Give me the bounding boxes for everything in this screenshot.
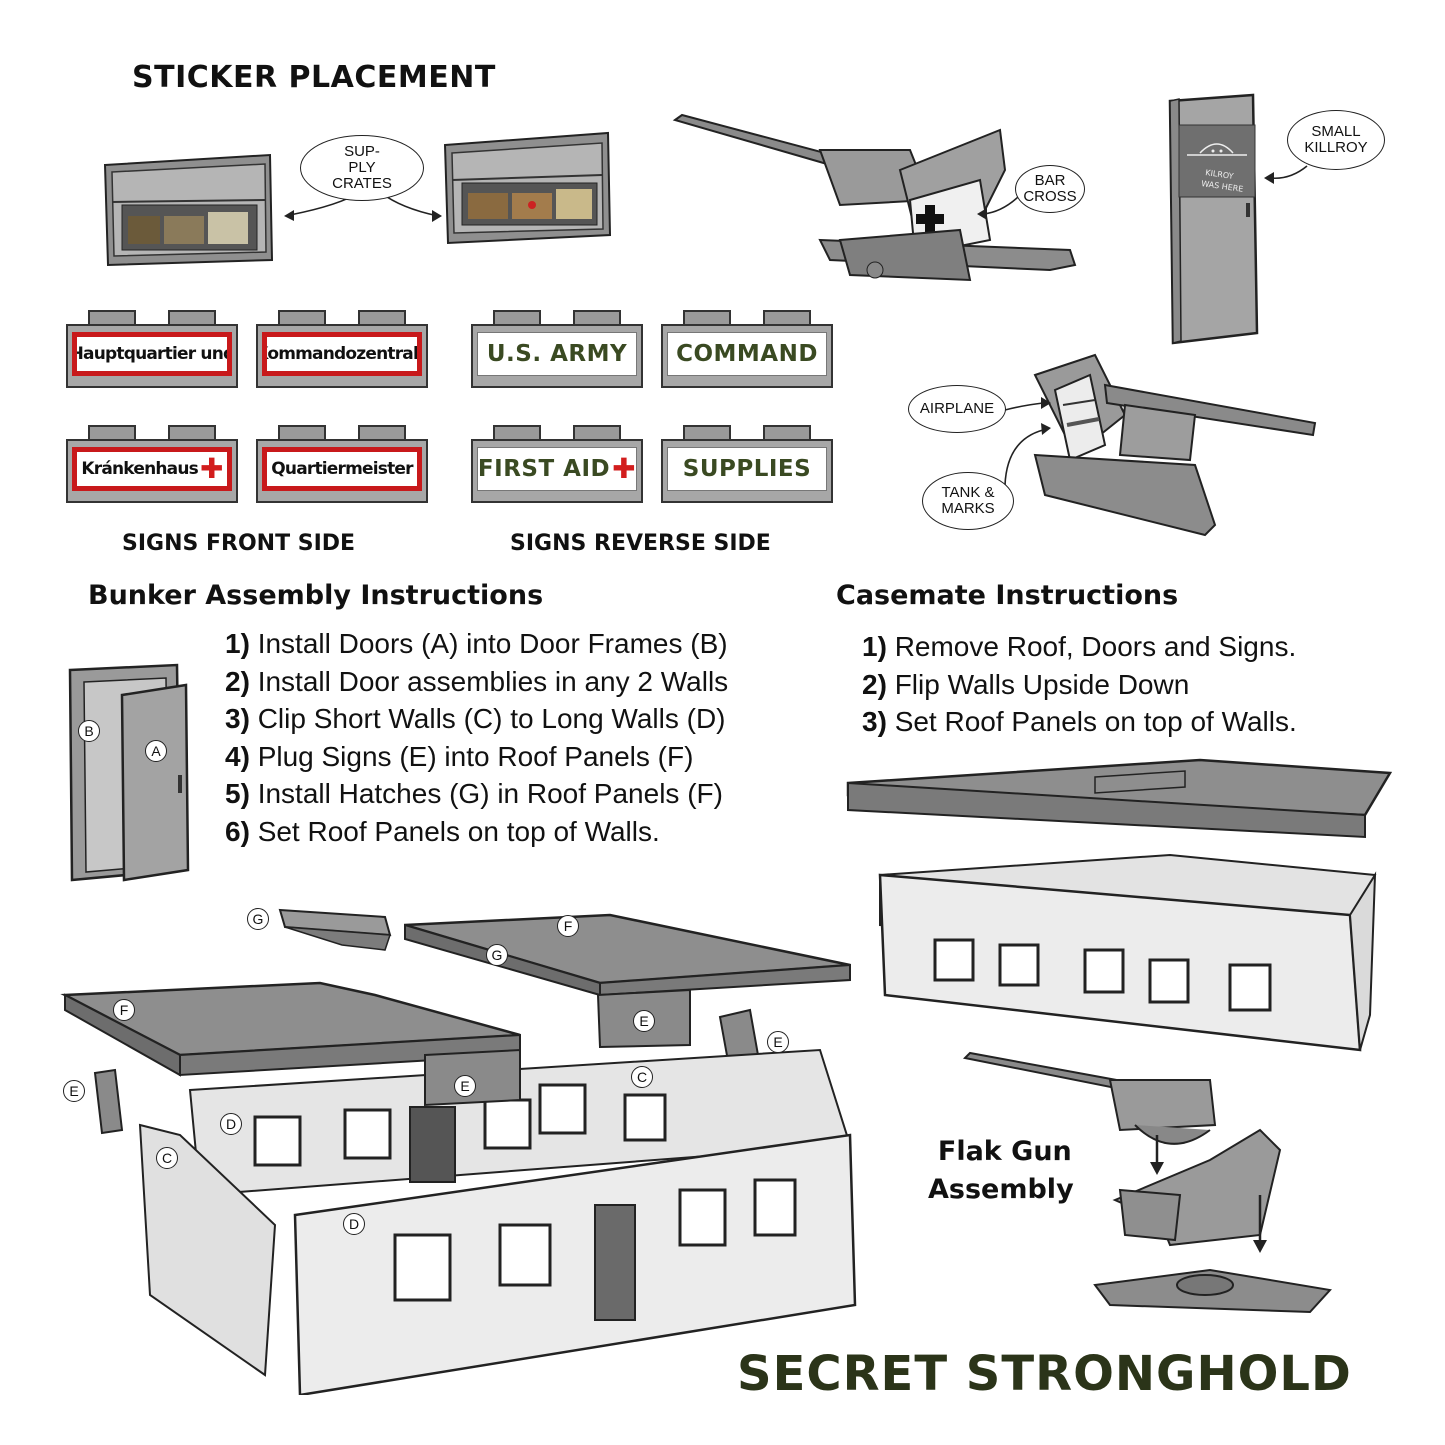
supply-shelves-illustration <box>103 153 274 267</box>
sign-reverse-1: U.S. ARMY <box>471 310 643 388</box>
sign-reverse-1-text: U.S. ARMY <box>477 332 637 376</box>
part-label-g: G <box>247 908 269 930</box>
sign-reverse-4-text: SUPPLIES <box>667 447 827 491</box>
casemate-step: 3) Set Roof Panels on top of Walls. <box>862 706 1297 737</box>
bunker-step: 6) Set Roof Panels on top of Walls. <box>225 815 660 847</box>
flak-assembly-label: Flak Gun Assembly <box>928 1133 1074 1209</box>
supply-shelves-illustration-2 <box>443 131 612 245</box>
flak-gun-illustration-top <box>672 113 1077 282</box>
sign-reverse-2: COMMAND <box>661 310 833 388</box>
bunker-step: 3) Clip Short Walls (C) to Long Walls (D… <box>225 703 726 734</box>
casemate-steps: 1) Remove Roof, Doors and Signs. 2) Flip… <box>862 628 1297 741</box>
sign-front-1: Hauptquartier und <box>66 310 238 388</box>
red-cross-icon: ✚ <box>199 452 223 485</box>
casemate-step: 2) Flip Walls Upside Down <box>862 668 1190 700</box>
bunker-step: 2) Install Door assemblies in any 2 Wall… <box>225 665 729 697</box>
sign-reverse-4: SUPPLIES <box>661 425 833 503</box>
killroy-door-illustration: KILROY WAS HERE <box>1168 93 1259 345</box>
part-label-f: F <box>557 915 579 937</box>
supply-crates-callout: SUP- PLY CRATES <box>300 135 424 201</box>
part-label-c: C <box>631 1066 653 1088</box>
killroy-arrow <box>1264 165 1308 184</box>
door-frame-illustration <box>68 663 190 882</box>
part-label-d: D <box>343 1213 365 1235</box>
casemate-step: 1) Remove Roof, Doors and Signs. <box>862 631 1297 662</box>
sign-reverse-3: FIRST AID✚ <box>471 425 643 503</box>
part-label-c: C <box>156 1147 178 1169</box>
bunker-steps: 1) Install Doors (A) into Door Frames (B… <box>225 625 728 850</box>
sign-front-3: Kránkenhaus✚ <box>66 425 238 503</box>
sign-reverse-3-face: FIRST AID✚ <box>477 447 637 491</box>
sign-front-2: Kommandozentrale <box>256 310 428 388</box>
brand-title: SECRET STRONGHOLD <box>737 1346 1352 1402</box>
part-label-b: B <box>78 720 100 742</box>
flak-gun-illustration-side <box>1033 353 1317 537</box>
flak-assembly-illustration <box>962 1051 1332 1314</box>
red-cross-icon: ✚ <box>612 452 637 485</box>
tank-marks-callout: TANK & MARKS <box>922 472 1014 530</box>
flak-assembly-line2: Assembly <box>928 1174 1074 1205</box>
sign-front-1-text: Hauptquartier und <box>72 332 232 376</box>
part-label-f: F <box>113 999 135 1021</box>
sign-front-4-text: Quartiermeister <box>262 447 422 491</box>
bunker-step: 5) Install Hatches (G) in Roof Panels (F… <box>225 778 723 809</box>
sign-front-3-face: Kránkenhaus✚ <box>72 447 232 491</box>
bunker-exploded-illustration <box>60 908 857 1395</box>
bar-cross-callout: BAR CROSS <box>1015 165 1085 213</box>
airplane-callout: AIRPLANE <box>908 385 1006 433</box>
sign-reverse-2-text: COMMAND <box>667 332 827 376</box>
part-label-e: E <box>633 1010 655 1032</box>
airplane-tank-arrows <box>1004 397 1051 486</box>
part-label-e: E <box>767 1031 789 1053</box>
signs-reverse-label: SIGNS REVERSE SIDE <box>510 531 771 556</box>
part-label-d: D <box>220 1113 242 1135</box>
bunker-step: 4) Plug Signs (E) into Roof Panels (F) <box>225 740 694 772</box>
sign-front-2-text: Kommandozentrale <box>262 332 422 376</box>
svg-text:KILROY: KILROY <box>1205 168 1234 181</box>
flak-assembly-line1: Flak Gun <box>937 1136 1072 1167</box>
sticker-placement-title: STICKER PLACEMENT <box>132 60 496 95</box>
sign-front-3-text: Kránkenhaus <box>81 459 198 479</box>
sign-reverse-3-text: FIRST AID <box>477 456 611 482</box>
part-label-e: E <box>454 1075 476 1097</box>
bunker-title: Bunker Assembly Instructions <box>88 580 544 611</box>
bunker-step: 1) Install Doors (A) into Door Frames (B… <box>225 628 728 659</box>
part-label-a: A <box>145 740 167 762</box>
part-label-g: G <box>486 944 508 966</box>
signs-front-label: SIGNS FRONT SIDE <box>122 531 356 556</box>
casemate-title: Casemate Instructions <box>836 580 1179 611</box>
casemate-illustration <box>846 758 1393 1052</box>
small-killroy-callout: SMALL KILLROY <box>1287 110 1385 170</box>
part-label-e: E <box>63 1080 85 1102</box>
sign-front-4: Quartiermeister <box>256 425 428 503</box>
